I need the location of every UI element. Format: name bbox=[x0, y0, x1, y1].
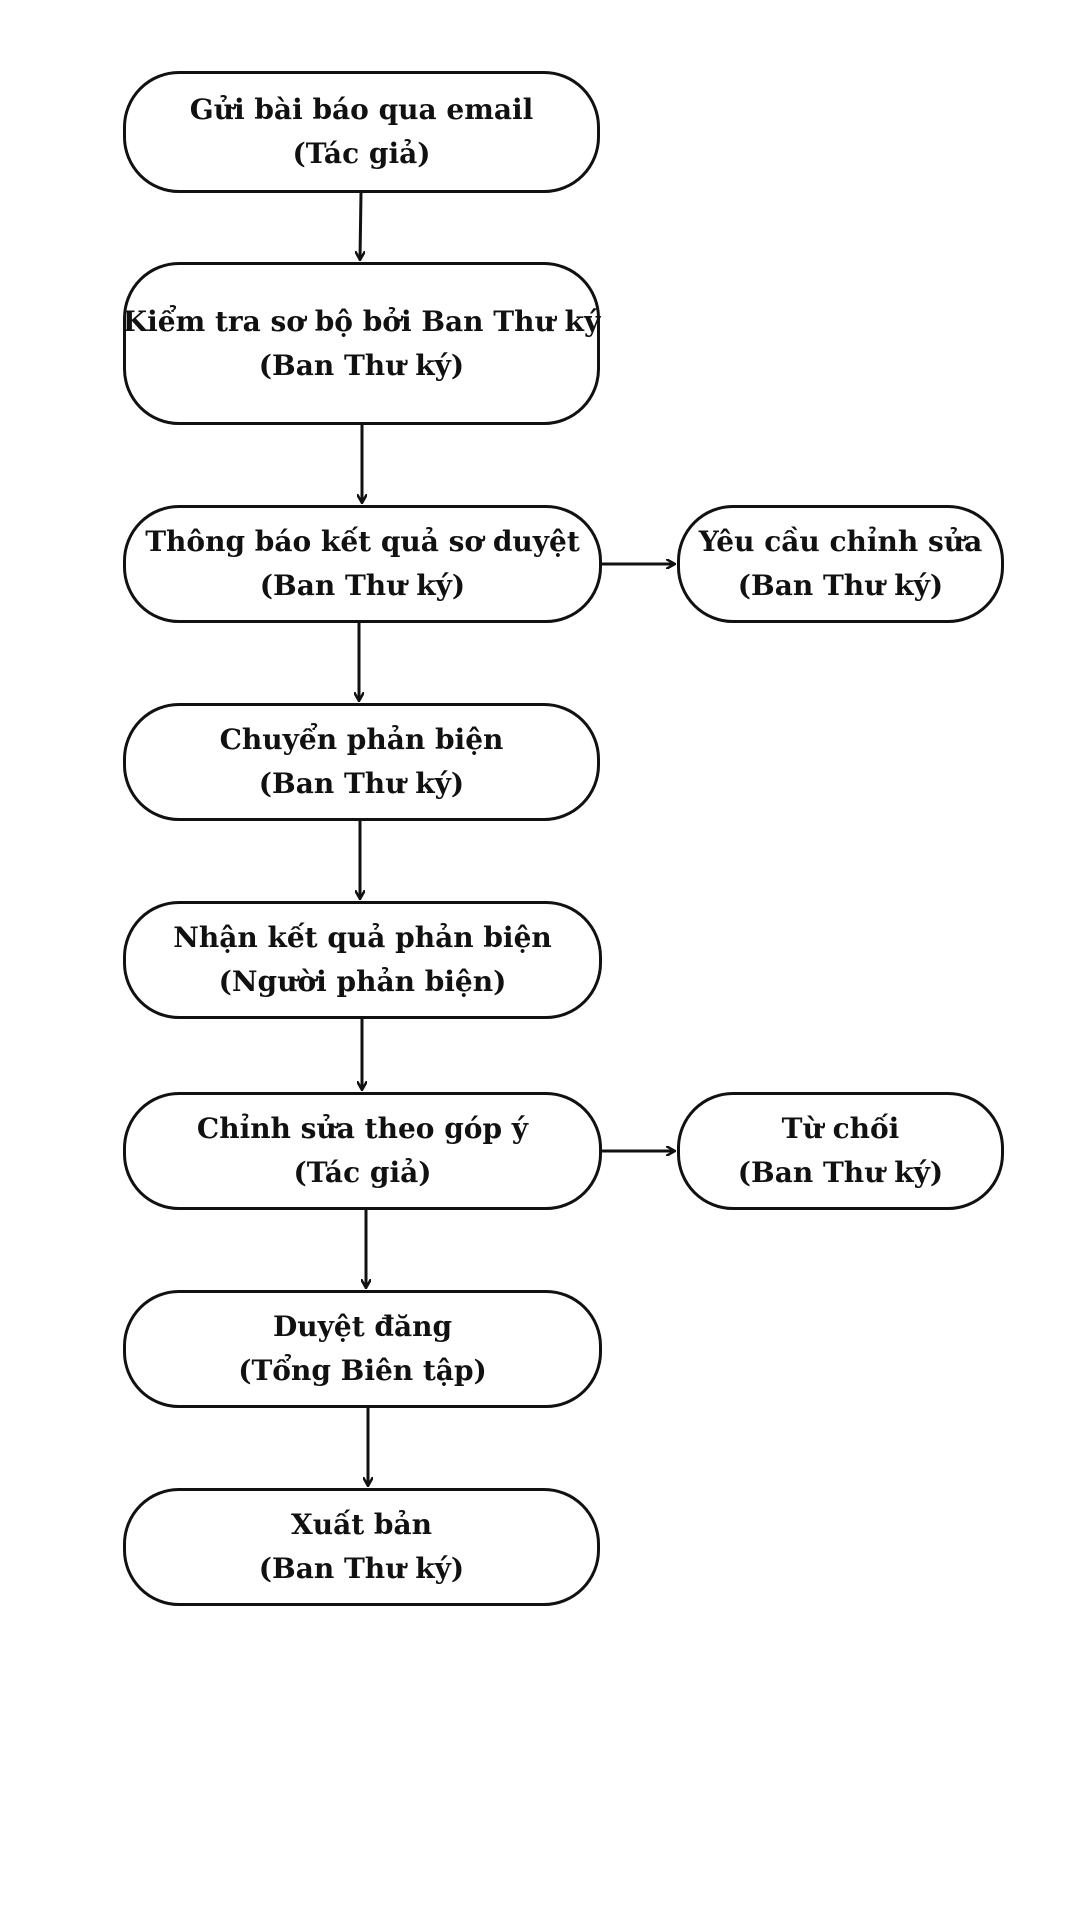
node-role: (Ban Thư ký) bbox=[737, 1156, 944, 1189]
node-title: Duyệt đăng bbox=[272, 1310, 453, 1343]
node-forward-review: Chuyển phản biện (Ban Thư ký) bbox=[123, 703, 600, 821]
node-title: Kiểm tra sơ bộ bởi Ban Thư ký bbox=[122, 304, 601, 338]
node-request-edit: Yêu cầu chỉnh sửa (Ban Thư ký) bbox=[677, 505, 1004, 623]
node-role: (Ban Thư ký) bbox=[737, 569, 944, 602]
node-title: Từ chối bbox=[781, 1112, 900, 1145]
node-role: (Tác giả) bbox=[292, 137, 431, 170]
node-notify-result: Thông báo kết quả sơ duyệt (Ban Thư ký) bbox=[123, 505, 602, 623]
node-title: Xuất bản bbox=[291, 1508, 432, 1541]
node-revise: Chỉnh sửa theo góp ý (Tác giả) bbox=[123, 1092, 602, 1210]
node-role: (Người phản biện) bbox=[218, 965, 507, 998]
node-title: Yêu cầu chỉnh sửa bbox=[698, 525, 983, 558]
node-role: (Tổng Biên tập) bbox=[238, 1354, 487, 1387]
node-role: (Ban Thư ký) bbox=[258, 348, 465, 382]
node-receive-review: Nhận kết quả phản biện (Người phản biện) bbox=[123, 901, 602, 1019]
node-role: (Tác giả) bbox=[293, 1156, 432, 1189]
node-title: Thông báo kết quả sơ duyệt bbox=[145, 525, 580, 558]
arrow-submit-to-precheck bbox=[360, 192, 361, 259]
node-publish: Xuất bản (Ban Thư ký) bbox=[123, 1488, 600, 1606]
node-title: Gửi bài báo qua email bbox=[189, 93, 534, 126]
node-role: (Ban Thư ký) bbox=[258, 1552, 465, 1585]
node-title: Nhận kết quả phản biện bbox=[173, 921, 552, 954]
node-reject: Từ chối (Ban Thư ký) bbox=[677, 1092, 1004, 1210]
node-title: Chuyển phản biện bbox=[219, 723, 504, 756]
node-approve: Duyệt đăng (Tổng Biên tập) bbox=[123, 1290, 602, 1408]
node-submit-article: Gửi bài báo qua email (Tác giả) bbox=[123, 71, 600, 193]
node-role: (Ban Thư ký) bbox=[258, 767, 465, 800]
node-title: Chỉnh sửa theo góp ý bbox=[196, 1112, 529, 1145]
node-preliminary-check: Kiểm tra sơ bộ bởi Ban Thư ký (Ban Thư k… bbox=[123, 262, 600, 425]
node-role: (Ban Thư ký) bbox=[259, 569, 466, 602]
